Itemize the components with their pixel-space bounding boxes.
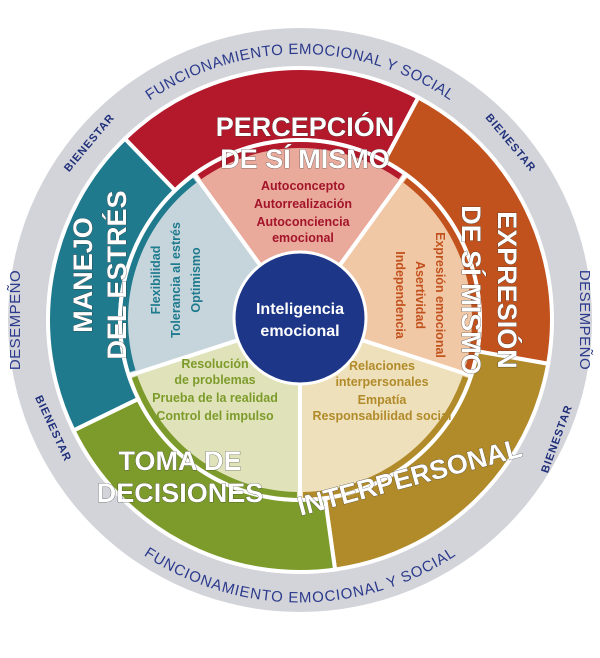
item-empatia: Empatía — [358, 393, 408, 407]
item-asertividad: Asertividad — [413, 261, 427, 329]
item-resolucion: Resolución — [181, 357, 248, 371]
item-control-impulso: Control del impulso — [156, 409, 274, 423]
category-title-expression: EXPRESIÓN — [492, 211, 523, 369]
category-inner-rim-decisions — [131, 375, 297, 498]
category-title-expression: DE SÍ MISMO — [456, 205, 487, 375]
item-responsabilidad-social: Responsabilidad social — [313, 409, 452, 423]
item-flexibilidad: Flexibilidad — [149, 246, 163, 315]
item-autoconcepto: Autoconcepto — [261, 179, 345, 193]
category-title-perception: DE SÍ MISMO — [220, 143, 390, 174]
item-autorrealizacion: Autorrealización — [254, 197, 352, 211]
item-relaciones: interpersonales — [335, 375, 428, 389]
item-optimismo: Optimismo — [189, 247, 203, 313]
category-title-decisions: DECISIONES — [97, 478, 264, 508]
item-resolucion: de problemas — [174, 373, 255, 387]
category-title-stress: MANEJO — [68, 217, 98, 333]
item-prueba-realidad: Prueba de la realidad — [152, 391, 278, 405]
item-tolerancia-estres: Tolerancia al estrés — [169, 222, 183, 338]
category-inner-rim-stress — [122, 177, 197, 373]
ring-label-left: DESEMPEÑO — [7, 270, 24, 370]
item-autoconciencia: Autoconciencia — [256, 215, 350, 229]
ring-label-right: DESEMPEÑO — [576, 270, 593, 370]
category-inner-rim-perception — [197, 141, 403, 180]
item-independencia: Independencia — [393, 251, 407, 340]
category-title-perception: PERCEPCIÓN — [216, 111, 395, 142]
category-inner-rim-interpersonal — [303, 375, 469, 498]
category-inner-rim-expression — [403, 177, 479, 373]
center-circle — [232, 250, 368, 386]
item-expresion-emocional: Expresión emocional — [433, 232, 447, 358]
center-label: emocional — [260, 323, 339, 340]
item-autoconciencia: emocional — [272, 231, 334, 245]
category-title-stress: DEL ESTRÉS — [101, 190, 132, 359]
item-relaciones: Relaciones — [349, 359, 415, 373]
category-title-decisions: TOMA DE — [118, 446, 241, 476]
center-label: Inteligencia — [256, 301, 344, 318]
